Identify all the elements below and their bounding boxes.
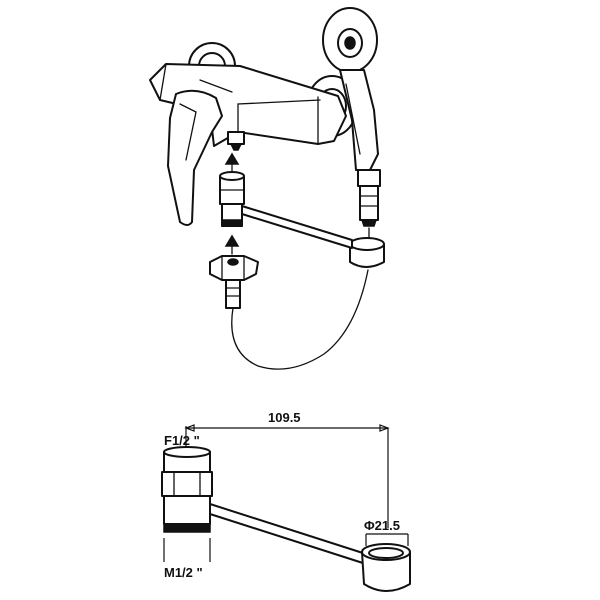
hand-shower [322,7,381,227]
length-dimension: 109.5 [184,410,390,528]
shower-hose [231,269,369,370]
outlet-thread-label: M1/2 " [164,565,203,580]
lever-handle [167,89,223,226]
faucet-assembly [149,7,385,370]
connector-body [161,446,213,533]
hose-nut [209,255,259,309]
holder-rail-upper [241,205,353,249]
length-label: 109.5 [268,410,301,425]
dimension-drawing: 109.5 F1/2 " M1/2 " Φ21.5 [161,410,411,592]
arrow-up-icon [224,152,240,173]
wall-connector [219,171,245,227]
holder-rail-lower [209,503,367,565]
shower-holder-lower [361,543,411,592]
ring-diameter-label: Φ21.5 [364,518,400,533]
mixer-body [149,63,347,151]
arrow-up-icon [224,234,240,255]
shower-holder-upper [349,237,385,268]
inlet-thread-label: F1/2 " [164,433,200,448]
